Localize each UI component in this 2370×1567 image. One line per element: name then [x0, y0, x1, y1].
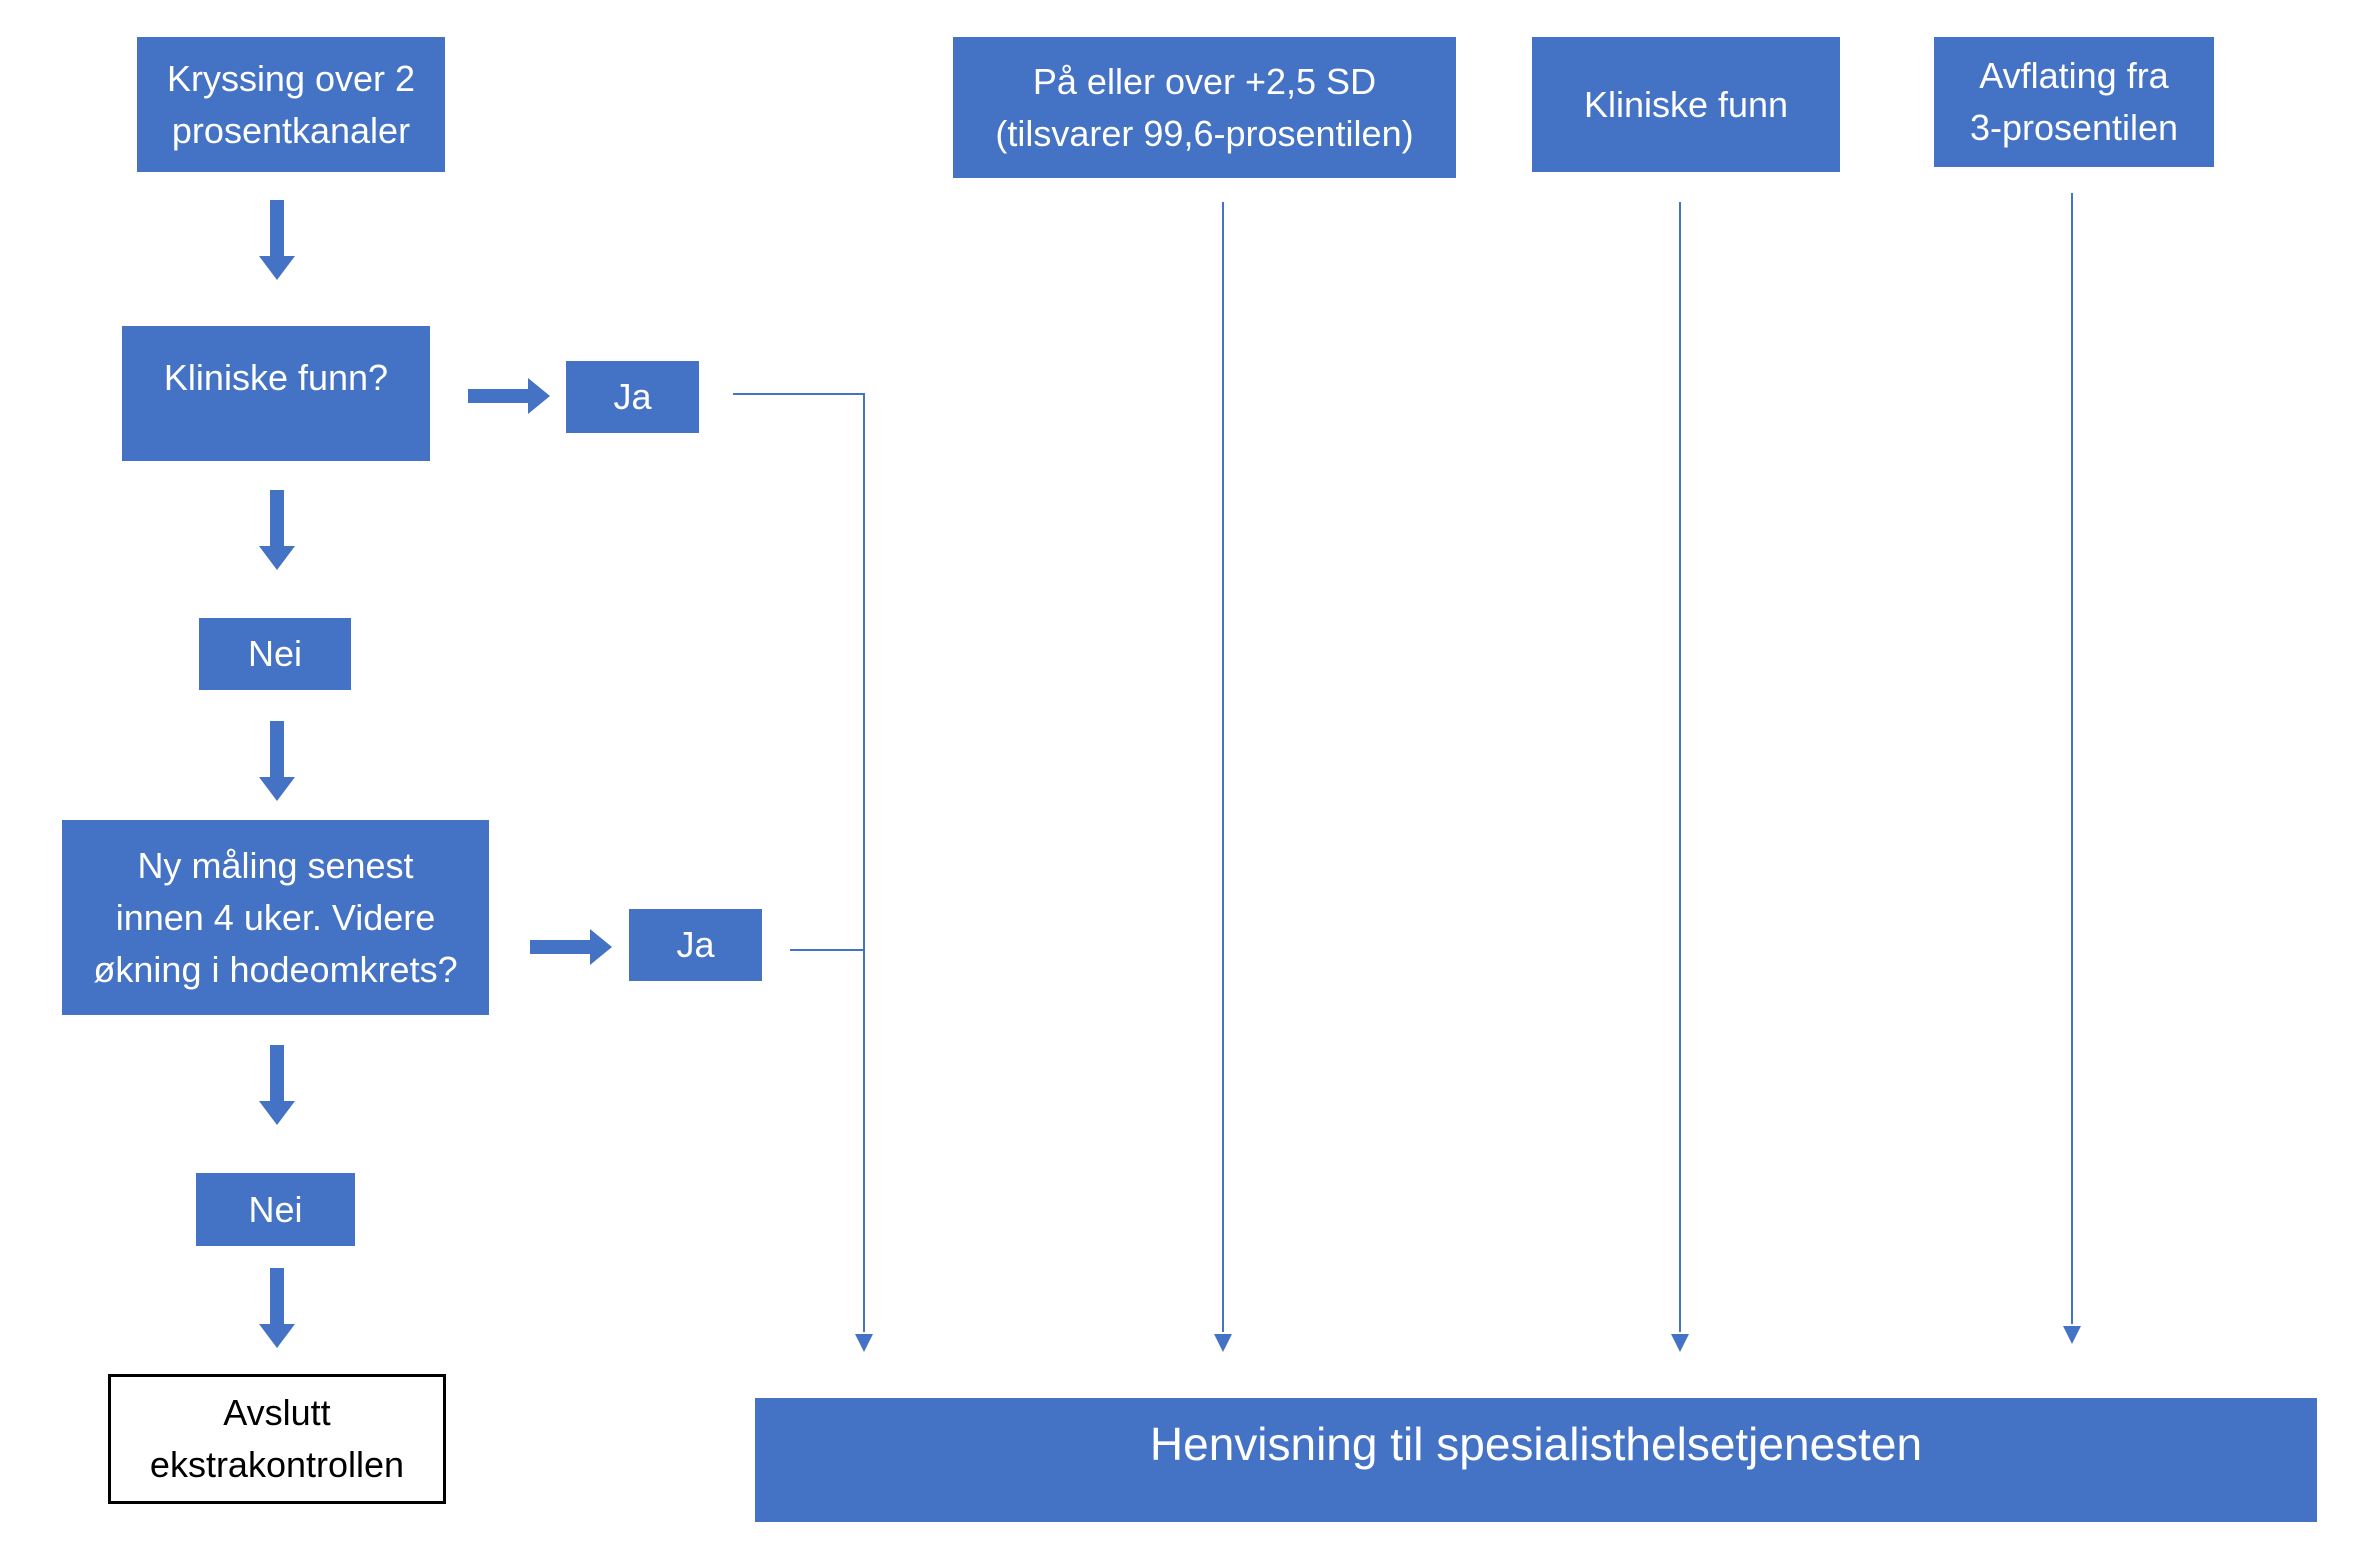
- above-sd-box: På eller over +2,5 SD (tilsvarer 99,6-pr…: [953, 37, 1456, 178]
- no-box-1: Nei: [199, 618, 351, 690]
- new-measurement-box: Ny måling senest innen 4 uker. Videre øk…: [62, 820, 489, 1015]
- no-box-2: Nei: [196, 1173, 355, 1246]
- ja-connector: [733, 393, 865, 1332]
- right-arrow: [468, 378, 550, 414]
- above-sd-label: På eller over +2,5 SD (tilsvarer 99,6-pr…: [995, 60, 1414, 154]
- clinical-question-box: Kliniske funn?: [122, 326, 430, 461]
- referral-box: Henvisning til spesialisthelsetjenesten: [755, 1398, 2317, 1522]
- no-label-1: Nei: [247, 633, 303, 674]
- connector-arrowhead: [855, 1334, 873, 1352]
- down-arrow: [259, 200, 295, 280]
- no-label-2: Nei: [248, 1188, 303, 1230]
- flattening-box: Avflating fra 3-prosentilen: [1934, 37, 2214, 167]
- end-control-box: Avslutt ekstrakontrollen: [108, 1374, 446, 1504]
- criteria-arrowhead: [1214, 1334, 1232, 1352]
- criteria-arrowhead: [2063, 1326, 2081, 1344]
- down-arrow: [259, 721, 295, 801]
- crossing-label: Kryssing over 2 prosentkanaler: [166, 57, 416, 151]
- referral-label: Henvisning til spesialisthelsetjenesten: [1149, 1418, 1923, 1470]
- clinical-findings-box: Kliniske funn: [1532, 37, 1840, 172]
- yes-label-1: Ja: [613, 376, 652, 417]
- clinical-findings-label: Kliniske funn: [1583, 83, 1789, 125]
- crossing-box: Kryssing over 2 prosentkanaler: [137, 37, 445, 172]
- flattening-label: Avflating fra 3-prosentilen: [1969, 55, 2179, 148]
- down-arrow: [259, 1268, 295, 1348]
- new-measurement-label: Ny måling senest innen 4 uker. Videre øk…: [93, 844, 458, 990]
- yes-box-2: Ja: [629, 909, 762, 981]
- down-arrow: [259, 1045, 295, 1125]
- criteria-arrowhead: [1671, 1334, 1689, 1352]
- clinical-question-label: Kliniske funn?: [163, 357, 389, 398]
- yes-box-1: Ja: [566, 361, 699, 433]
- right-arrow: [530, 929, 612, 965]
- yes-label-2: Ja: [676, 924, 715, 965]
- down-arrow: [259, 490, 295, 570]
- end-control-label: Avslutt ekstrakontrollen: [149, 1392, 405, 1485]
